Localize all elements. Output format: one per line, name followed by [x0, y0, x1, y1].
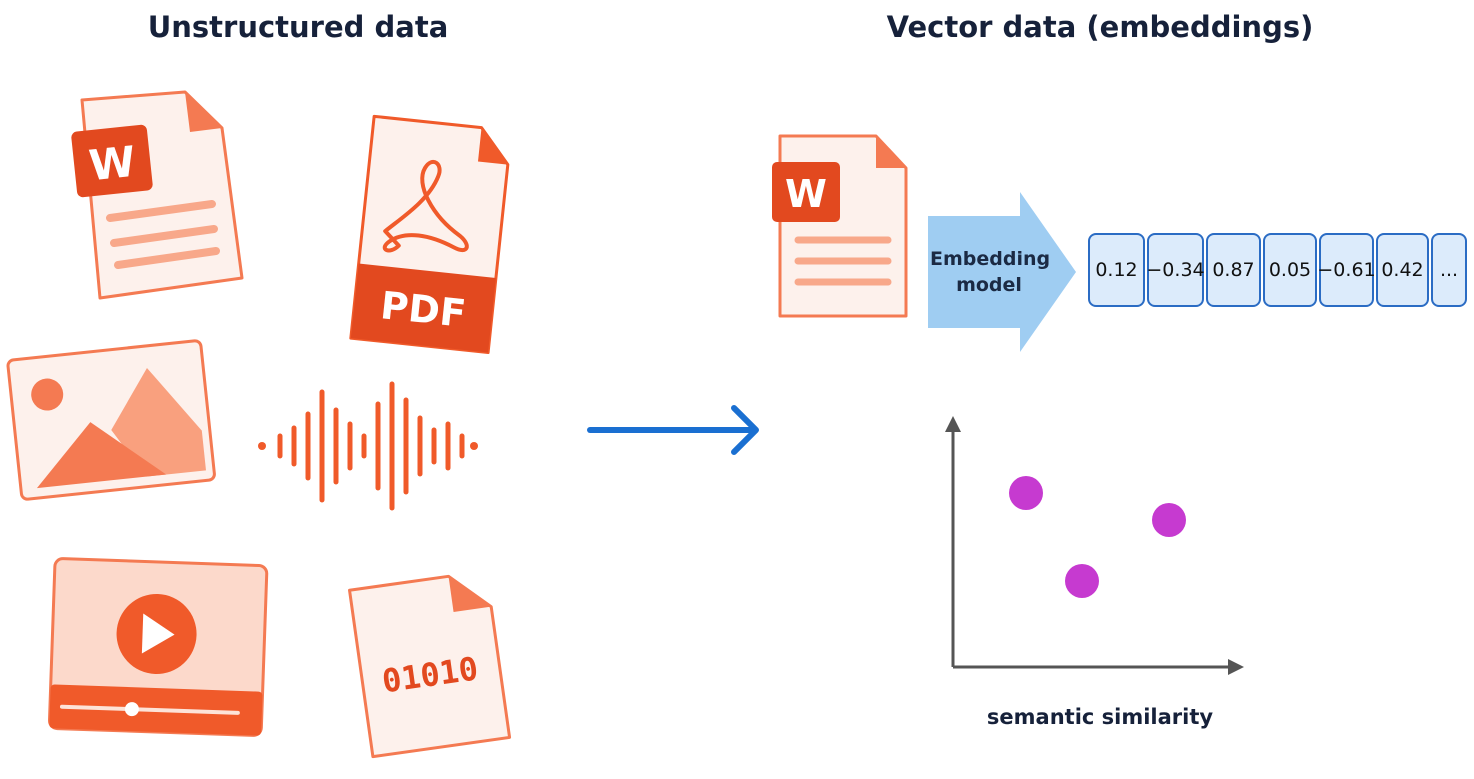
- vector-cell: 0.05: [1263, 233, 1317, 307]
- vector-cell: 0.12: [1088, 233, 1145, 307]
- audio-waveform-icon: [258, 381, 478, 511]
- pdf-document-icon: PDF: [349, 114, 510, 355]
- transform-arrow: [587, 405, 759, 455]
- word-document-icon: W: [71, 90, 244, 300]
- vector-cell: −0.34: [1146, 233, 1205, 307]
- scatter-point: [1152, 503, 1186, 537]
- heading-vector-data: Vector data (embeddings): [886, 10, 1314, 44]
- vector-cell: ...: [1431, 233, 1467, 307]
- embedding-model-arrow: [928, 192, 1076, 352]
- scatter-point: [1009, 476, 1043, 510]
- word-letter: W: [87, 137, 138, 191]
- scatter-point: [1065, 564, 1099, 598]
- pdf-label: PDF: [378, 283, 467, 336]
- scatter-points: [1009, 476, 1186, 598]
- embedding-model-label-line2: model: [956, 274, 1022, 296]
- vector-cell: 0.42: [1376, 233, 1429, 307]
- input-word-letter: W: [785, 172, 827, 216]
- embedding-model-label: Embedding model: [930, 246, 1051, 298]
- plot-axes: [945, 416, 1244, 675]
- heading-unstructured-data: Unstructured data: [147, 10, 449, 44]
- image-icon: [6, 339, 216, 501]
- vector-cell: 0.87: [1206, 233, 1261, 307]
- video-player-icon: [47, 557, 269, 737]
- binary-file-icon: 01010: [348, 574, 512, 759]
- embedding-vector: 0.12 −0.34 0.87 0.05 −0.61 0.42 ...: [1088, 233, 1469, 307]
- input-word-document-icon: W: [772, 134, 908, 318]
- vector-cell: −0.61: [1317, 233, 1376, 307]
- embedding-model-label-line1: Embedding: [930, 248, 1051, 270]
- x-axis-label: semantic similarity: [986, 705, 1214, 729]
